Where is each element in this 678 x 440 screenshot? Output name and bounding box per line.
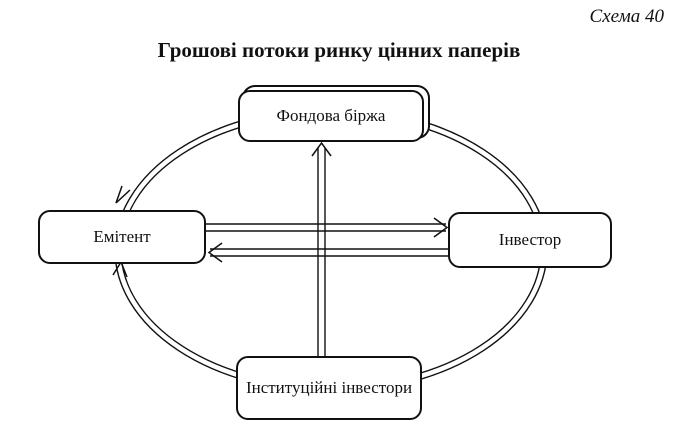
node-stock-exchange: Фондова біржа [238,90,424,142]
scheme-number: Схема 40 [589,6,664,27]
node-investor: Інвестор [448,212,612,268]
arrow-investor-to-issuer [207,242,448,263]
ellipse-arrow-top-left [115,185,131,204]
arrow-institutional-to-exchange [311,141,332,358]
node-issuer: Емітент [38,210,206,264]
node-institutional-investors: Інституційні інвестори [236,356,422,420]
diagram-title: Грошові потоки ринку цінних паперів [157,38,521,62]
arrow-issuer-to-investor [206,217,449,238]
